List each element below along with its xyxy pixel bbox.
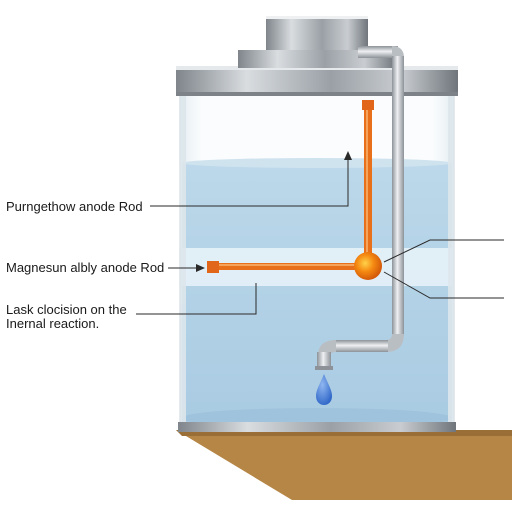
water-volume (182, 162, 452, 424)
label-internal-reaction: Lask clocision on the Inernal reaction. (6, 302, 127, 331)
callout-line-lower-right (383, 271, 504, 299)
outlet-pipe-bottom-horizontal (334, 340, 388, 352)
pointer-line-top (150, 156, 349, 207)
water-drop (316, 374, 332, 405)
anode-junction-ball (354, 252, 382, 280)
outlet-pipe-bottom-elbow (386, 334, 404, 352)
label-magnesium-anode-rod: Magnesun albly anode Rod (6, 260, 165, 275)
anode-rod-vertical-highlight (366, 104, 368, 264)
outlet-pipe-vertical (392, 56, 404, 336)
label-top-anode-rod: Purngethow anode Rod (6, 199, 143, 214)
tank-top-cap-collar (238, 50, 396, 68)
pointer-arrowhead-top (344, 151, 352, 160)
outlet-spout-tip (315, 366, 333, 370)
anode-rod-horizontal (214, 263, 370, 270)
ground-base (176, 430, 512, 500)
pointer-arrowhead-middle (196, 264, 205, 272)
anode-rod-end-cap (207, 261, 219, 273)
tank-lid-bottom (176, 92, 458, 96)
anode-rod-horizontal-highlight (214, 264, 370, 266)
outlet-pipe-top-elbow (392, 46, 404, 58)
anode-rod-cap (362, 100, 374, 110)
tank-top-cap-rim (266, 16, 368, 19)
callout-line-upper-right (383, 239, 504, 263)
tank-lid (176, 66, 458, 96)
tank-bottom-rim (178, 422, 456, 432)
outlet-spout (317, 352, 331, 368)
outlet-pipe-top-horizontal (358, 46, 398, 58)
tank-left-wall (180, 94, 186, 430)
water-surface (182, 158, 452, 168)
tank-right-wall (448, 94, 454, 430)
pointer-line-bottom (136, 283, 257, 315)
